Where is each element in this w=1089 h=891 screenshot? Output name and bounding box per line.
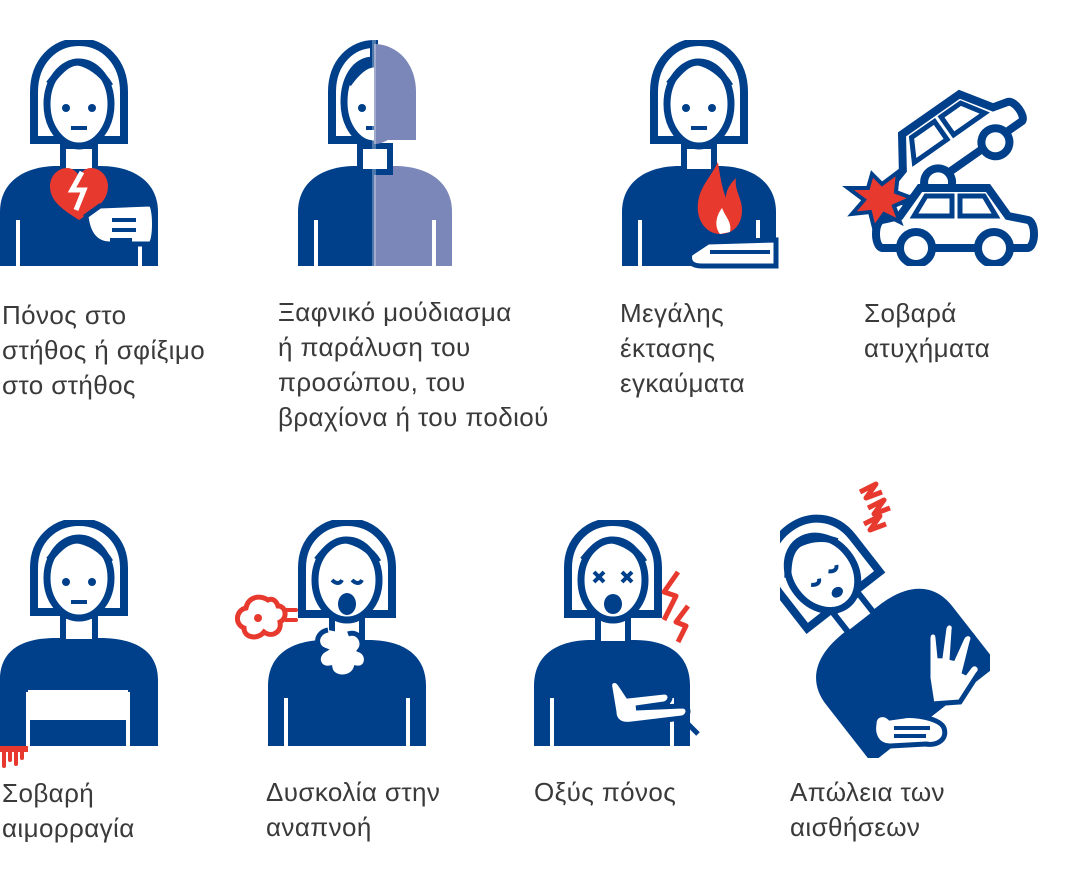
- label-line: ή παράλυση του: [278, 332, 471, 362]
- label-line: Ξαφνικό μούδιασμα: [278, 297, 512, 327]
- symptom-label: Σοβαρή αιμορραγία: [2, 776, 135, 846]
- label-line: αναπνοή: [266, 812, 372, 842]
- label-line: ατυχήματα: [864, 333, 991, 363]
- broken-heart-icon: [0, 40, 158, 266]
- symptom-label: Πόνος στο στήθος ή σφίξιμο στο στήθος: [2, 298, 205, 403]
- label-line: αιμορραγία: [2, 813, 135, 843]
- label-line: Δυσκολία στην: [266, 777, 441, 807]
- label-line: Οξύς πόνος: [534, 777, 677, 807]
- label-line: έκτασης: [620, 333, 716, 363]
- label-line: εγκαύματα: [620, 368, 746, 398]
- symptom-label: Δυσκολία στην αναπνοή: [266, 775, 440, 845]
- burn-flame-icon: [622, 40, 779, 269]
- symptom-label: Σοβαρά ατυχήματα: [864, 296, 990, 366]
- symptom-label: Οξύς πόνος: [534, 775, 676, 810]
- sharp-pain-icon: [534, 520, 700, 746]
- label-line: στήθος ή σφίξιμο: [2, 335, 206, 365]
- half-paralysis-face-icon: [298, 40, 452, 266]
- label-line: αισθήσεων: [790, 812, 921, 842]
- label-line: Απώλεια των: [790, 777, 945, 807]
- label-line: βραχίονα ή του ποδιού: [278, 402, 549, 432]
- fainting-person-icon: [780, 481, 990, 758]
- symptom-label: Απώλεια των αισθήσεων: [790, 775, 945, 845]
- choking-breath-icon: [235, 520, 426, 746]
- label-line: στο στήθος: [2, 370, 136, 400]
- car-crash-icon: [842, 89, 1038, 266]
- label-line: Μεγάλης: [620, 298, 725, 328]
- label-line: Πόνος στο: [2, 300, 127, 330]
- symptom-label: Ξαφνικό μούδιασμα ή παράλυση του προσώπο…: [278, 295, 549, 435]
- symptom-label: Μεγάλης έκτασης εγκαύματα: [620, 296, 745, 401]
- label-line: Σοβαρή: [2, 778, 95, 808]
- bleeding-arm-icon: [0, 520, 158, 768]
- label-line: προσώπου, του: [278, 367, 466, 397]
- label-line: Σοβαρά: [864, 298, 957, 328]
